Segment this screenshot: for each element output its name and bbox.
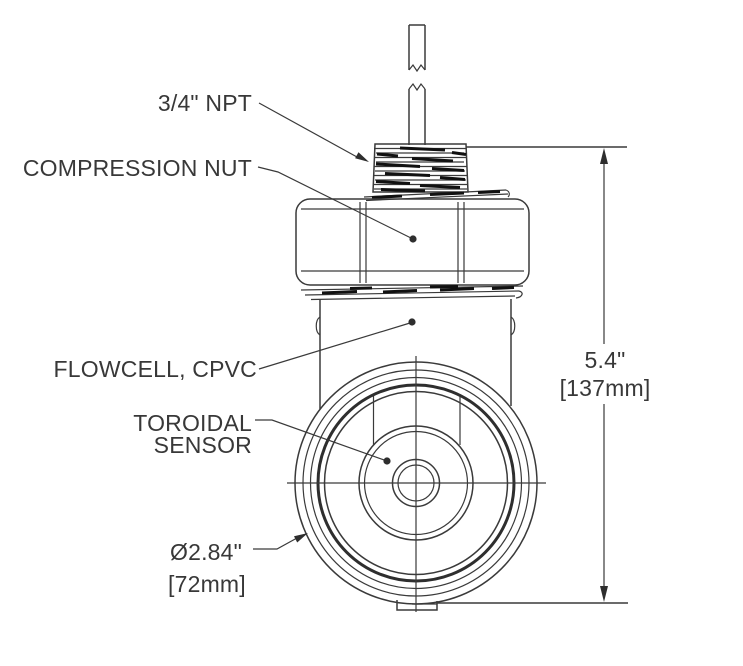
diameter-label-inches: Ø2.84": [170, 539, 242, 565]
toroidal-label-line1: TOROIDAL: [133, 410, 252, 436]
flowcell-body: [315, 299, 516, 445]
labels: 3/4" NPT COMPRESSION NUT FLOWCELL, CPVC …: [23, 90, 651, 597]
compression-nut: [295, 198, 530, 286]
flowcell-leader-dot: [408, 318, 416, 326]
height-label-inches: 5.4": [585, 347, 626, 373]
diameter-leader-arrow: [294, 533, 308, 543]
toroidal-leader: [255, 419, 388, 462]
height-label-mm: [137mm]: [560, 375, 651, 401]
dimension-arrow-down: [600, 586, 608, 602]
bottom-tab: [396, 600, 438, 611]
flowcell-label: FLOWCELL, CPVC: [54, 356, 257, 382]
npt-label: 3/4" NPT: [158, 90, 252, 116]
cable-conduit: [408, 24, 426, 145]
height-dimension: [437, 146, 628, 604]
npt-leader: [258, 102, 358, 158]
flange-ring: [300, 285, 524, 301]
npt-threads: [372, 143, 469, 193]
npt-leader-arrow: [355, 152, 369, 162]
compression-nut-label: COMPRESSION NUT: [23, 155, 252, 181]
flowcell-leader: [258, 322, 411, 370]
break-symbol-top: [408, 63, 426, 73]
right-port-notch: [510, 316, 516, 336]
diameter-label-mm: [72mm]: [168, 571, 246, 597]
leader-lines: [253, 102, 417, 550]
left-port-notch: [315, 316, 321, 336]
break-symbol-bottom: [408, 82, 426, 92]
centerlines: [287, 356, 546, 612]
compression-nut-leader: [257, 166, 414, 240]
dimension-arrow-up: [600, 148, 608, 164]
compression-nut-leader-dot: [409, 235, 417, 243]
toroidal-label-line2: SENSOR: [154, 432, 252, 458]
diameter-leader: [253, 537, 298, 550]
toroidal-leader-dot: [383, 457, 391, 465]
